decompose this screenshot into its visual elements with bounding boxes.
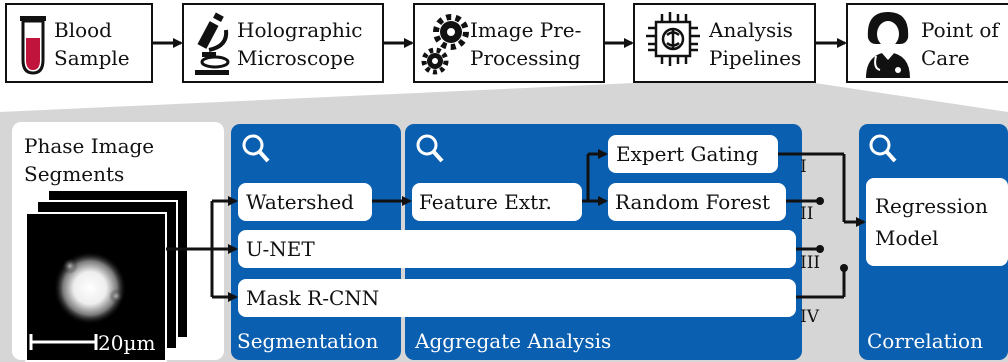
box-unet bbox=[238, 230, 796, 268]
box-random-forest-label: Random Forest bbox=[615, 190, 770, 214]
step-analysis-pipelines-line1: Analysis bbox=[708, 18, 793, 42]
pipeline-label-3: III bbox=[800, 253, 820, 273]
pipeline-label-4: IV bbox=[800, 307, 820, 327]
method-boxes: Watershed Feature Extr. Expert Gating Ra… bbox=[238, 135, 1008, 317]
box-expert-gating bbox=[608, 135, 778, 173]
box-watershed-label: Watershed bbox=[246, 190, 354, 214]
box-expert-gating-label: Expert Gating bbox=[616, 142, 759, 166]
ai-chip-icon bbox=[646, 12, 700, 66]
input-title-line2: Segments bbox=[24, 162, 124, 186]
box-unet-label: U-NET bbox=[246, 237, 315, 261]
microscope-icon bbox=[195, 12, 230, 75]
step-holographic-microscope-line2: Microscope bbox=[237, 46, 355, 70]
pipeline-labels: I II III IV bbox=[800, 157, 820, 327]
input-title-line1: Phase Image bbox=[24, 134, 154, 158]
test-tube-icon bbox=[20, 16, 46, 75]
section-label-correlation: Correlation bbox=[867, 329, 983, 353]
step-point-of-care-line2: Care bbox=[921, 46, 970, 70]
step-blood-sample: Blood Sample bbox=[5, 3, 153, 83]
section-label-aggregate: Aggregate Analysis bbox=[414, 329, 611, 353]
step-point-of-care: Point of Care bbox=[846, 3, 1008, 83]
box-watershed bbox=[238, 183, 372, 221]
box-mask-rcnn-label: Mask R-CNN bbox=[246, 286, 379, 310]
step-image-preprocessing-line2: Processing bbox=[470, 46, 581, 70]
pipeline-label-2: II bbox=[800, 204, 813, 224]
switch-contacts bbox=[816, 197, 848, 272]
section-label-segmentation: Segmentation bbox=[237, 329, 378, 353]
box-feature-extr bbox=[412, 183, 582, 221]
scale-bar-label: 20µm bbox=[98, 331, 155, 355]
search-icon bbox=[869, 134, 897, 163]
box-mask-rcnn bbox=[238, 279, 796, 317]
box-feature-extr-label: Feature Extr. bbox=[419, 190, 552, 214]
search-icon bbox=[242, 134, 270, 163]
step-image-preprocessing-line1: Image Pre- bbox=[470, 18, 581, 42]
zoom-wedge bbox=[0, 83, 1008, 120]
phase-image-stack: 20µm bbox=[25, 189, 189, 362]
top-flow: Blood Sample Holographic Microscope bbox=[5, 3, 1008, 83]
box-regression-label-line1: Regression bbox=[875, 194, 988, 218]
pipeline-label-1: I bbox=[800, 157, 807, 177]
gears-icon bbox=[421, 14, 469, 75]
step-analysis-pipelines-line2: Pipelines bbox=[709, 46, 801, 70]
connectors bbox=[166, 149, 866, 302]
step-image-preprocessing: Image Pre- Processing bbox=[413, 3, 605, 83]
step-blood-sample-line2: Sample bbox=[54, 46, 130, 70]
search-icon bbox=[416, 134, 444, 163]
doctor-icon bbox=[866, 12, 910, 78]
box-regression-label-line2: Model bbox=[875, 226, 939, 250]
step-analysis-pipelines: Analysis Pipelines bbox=[633, 3, 816, 83]
input-panel: Phase Image Segments 20µm bbox=[12, 122, 224, 362]
step-blood-sample-line1: Blood bbox=[54, 18, 112, 42]
step-point-of-care-line1: Point of bbox=[921, 18, 1000, 42]
step-holographic-microscope-line1: Holographic bbox=[237, 18, 363, 42]
box-regression-model bbox=[866, 178, 1008, 266]
step-holographic-microscope: Holographic Microscope bbox=[182, 3, 384, 83]
box-random-forest bbox=[608, 183, 786, 221]
